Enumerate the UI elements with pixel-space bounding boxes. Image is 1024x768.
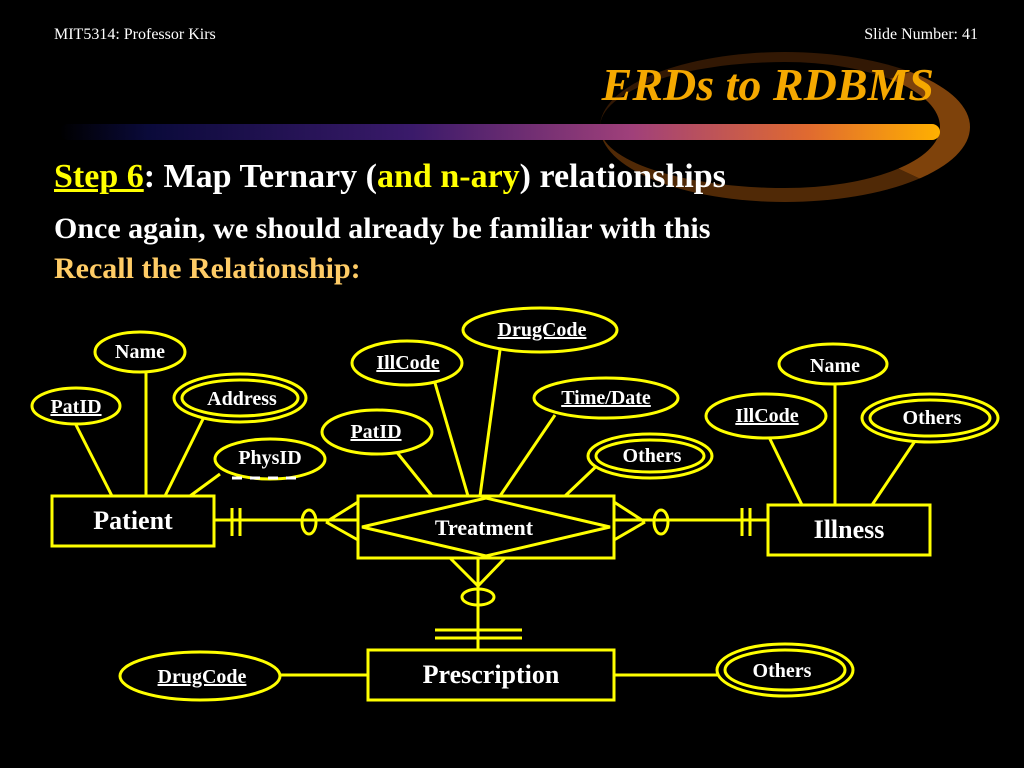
step-text-2: ) relationships	[519, 158, 726, 195]
attr-treat-illcode	[350, 339, 464, 387]
subtitle-text: Once again, we should already be familia…	[54, 212, 711, 245]
attr-treat-patid-label: PatID	[350, 421, 401, 443]
attr-patient-address	[172, 372, 308, 424]
step-label: Step 6	[54, 158, 144, 195]
entity-prescription-label: Prescription	[423, 660, 560, 689]
attr-patient-address-label: Address	[207, 388, 277, 410]
attr-patient-id-label: PatID	[50, 396, 101, 418]
step-text-1: : Map Ternary (	[143, 158, 378, 195]
entity-patient-label: Patient	[93, 506, 173, 535]
entity-patient	[50, 494, 216, 548]
slide-number: Slide Number: 41	[864, 26, 978, 43]
attr-presc-drugcode	[118, 650, 282, 702]
attr-illness-illcode	[704, 392, 828, 440]
attr-treat-timedate-label: Time/Date	[561, 387, 651, 409]
attr-presc-others-label: Others	[753, 660, 812, 682]
entity-illness	[766, 503, 932, 557]
attr-treat-timedate	[532, 376, 680, 420]
entity-illness-label: Illness	[814, 515, 885, 544]
attr-illness-illcode-label: IllCode	[735, 405, 798, 427]
title-underline-bar	[60, 124, 940, 140]
attr-presc-drugcode-label: DrugCode	[158, 666, 247, 688]
attr-treat-patid	[320, 408, 434, 456]
attr-illness-others	[860, 392, 1000, 444]
attr-treat-drugcode	[461, 306, 619, 354]
relationship-diamond	[361, 496, 611, 558]
recall-text: Recall the Relationship:	[54, 252, 361, 285]
attr-patient-name-label: Name	[115, 341, 165, 363]
attr-treat-others-label: Others	[623, 445, 682, 467]
attr-presc-others	[715, 642, 855, 698]
attr-treat-drugcode-label: DrugCode	[498, 319, 587, 341]
course-label: MIT5314: Professor Kirs	[54, 26, 216, 43]
attr-illness-name	[777, 342, 889, 386]
entity-prescription	[366, 648, 616, 702]
attr-phys-id-label: PhysID	[238, 447, 301, 469]
attr-treat-illcode-label: IllCode	[376, 352, 439, 374]
step-highlight: and n-ary	[377, 158, 520, 195]
attr-patient-name	[93, 330, 187, 374]
slide-title: ERDs to RDBMS	[601, 59, 934, 110]
attr-patient-id	[30, 386, 122, 426]
step-heading: Step 6: Map Ternary (and n-ary) relation…	[54, 158, 726, 196]
attr-illness-name-label: Name	[810, 355, 860, 377]
entity-treatment-label: Treatment	[435, 515, 534, 540]
attr-illness-others-label: Others	[903, 407, 962, 429]
attr-treat-others	[586, 432, 714, 480]
